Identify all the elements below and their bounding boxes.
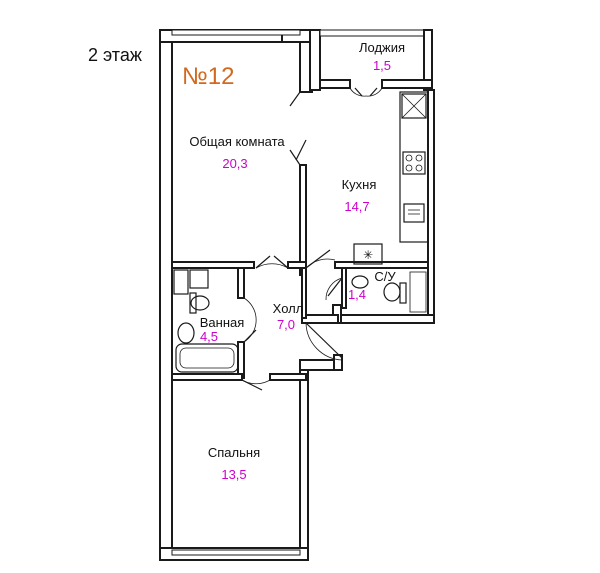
washbasin-icon [177, 322, 195, 344]
floor-label: 2 этаж [88, 45, 142, 65]
room-labels: Лоджия 1,5 Общая комната 20,3 Кухня 14,7… [189, 40, 405, 482]
kitchen-fixtures: ✳ [353, 91, 429, 265]
stove-icon [402, 151, 426, 175]
room-area-loggia: 1,5 [373, 58, 391, 73]
room-area-living: 20,3 [222, 156, 247, 171]
room-name-wc: С/У [374, 269, 396, 284]
toilet-icon [190, 295, 210, 311]
room-area-hall: 7,0 [277, 317, 295, 332]
sink-icon [403, 203, 425, 223]
room-name-hall: Холл [273, 301, 304, 316]
svg-text:✳: ✳ [363, 248, 373, 262]
room-area-kitchen: 14,7 [344, 199, 369, 214]
room-name-living: Общая комната [189, 134, 285, 149]
room-area-wc: 1,4 [348, 287, 366, 302]
room-name-bathroom: Ванная [200, 315, 245, 330]
room-area-bathroom: 4,5 [200, 329, 218, 344]
interior-walls [171, 79, 433, 381]
outer-walls [159, 29, 435, 561]
room-name-kitchen: Кухня [342, 177, 377, 192]
wc-sink-icon [351, 275, 369, 289]
ventilation-icon [401, 93, 427, 119]
boiler-icon [353, 243, 383, 265]
bathtub-icon [175, 343, 239, 373]
apartment-number: №12 [182, 63, 234, 90]
room-area-bedroom: 13,5 [221, 467, 246, 482]
bathroom-fixtures [173, 269, 239, 373]
doors [241, 87, 383, 391]
wc-toilet-icon [383, 282, 401, 302]
room-name-loggia: Лоджия [359, 40, 405, 55]
wc-fixtures [351, 271, 427, 313]
room-name-bedroom: Спальня [208, 445, 260, 460]
